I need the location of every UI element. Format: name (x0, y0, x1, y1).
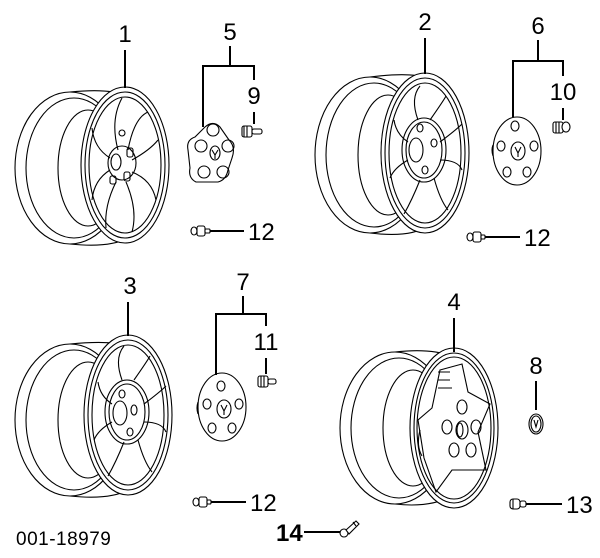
lug-nut-12-top-left[interactable] (190, 225, 211, 237)
callout-3: 3 (123, 273, 136, 300)
callout-9: 9 (247, 83, 260, 110)
center-cap-6[interactable] (491, 116, 542, 186)
cap-nut-10[interactable] (552, 121, 571, 134)
callout-6: 6 (531, 13, 544, 40)
center-cap-7[interactable] (196, 372, 247, 442)
callout-12-top-right: 12 (524, 225, 551, 252)
valve-stem-14[interactable] (339, 520, 360, 538)
cap-nut-11[interactable] (257, 375, 277, 388)
callout-8: 8 (529, 353, 542, 380)
callout-13: 13 (566, 492, 593, 519)
callout-12-bottom-left: 12 (250, 490, 277, 517)
lug-nut-12-top-right[interactable] (466, 231, 486, 243)
lug-nut-13[interactable] (509, 498, 527, 510)
wheel-4[interactable] (339, 347, 499, 509)
wheel-3[interactable] (14, 334, 173, 498)
emblem-8[interactable] (528, 413, 544, 435)
leader-bracket-5 (202, 65, 255, 127)
callout-1: 1 (118, 21, 131, 48)
wheel-1[interactable] (14, 86, 170, 246)
callout-7: 7 (236, 269, 249, 296)
center-cap-5[interactable] (187, 122, 235, 183)
callout-14: 14 (276, 520, 303, 547)
callout-11: 11 (254, 329, 279, 356)
leader-bracket-7 (215, 313, 267, 375)
callout-5: 5 (223, 19, 236, 46)
wheel-2[interactable] (314, 72, 470, 235)
callout-4: 4 (447, 289, 460, 316)
lug-nut-12-bottom-left[interactable] (192, 496, 212, 508)
callout-10: 10 (550, 79, 577, 106)
callout-2: 2 (418, 9, 431, 36)
figure-id: 001-18979 (16, 529, 111, 550)
cap-nut-9[interactable] (241, 125, 263, 138)
callout-12-top-left: 12 (248, 219, 275, 246)
